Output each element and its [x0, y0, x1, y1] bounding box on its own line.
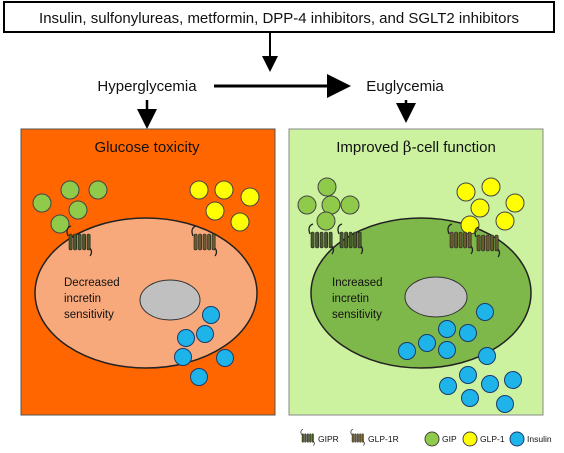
insulin-molecule	[177, 329, 195, 347]
glp1-molecule	[189, 180, 209, 200]
right-nucleus	[404, 276, 468, 318]
gip-molecule	[50, 214, 70, 234]
insulin-molecule	[461, 389, 479, 407]
drug-box-text: Insulin, sulfonylureas, metformin, DPP-4…	[39, 10, 519, 27]
insulin-molecule	[438, 341, 456, 359]
insulin-molecule	[504, 371, 522, 389]
glp1-molecule	[205, 201, 225, 221]
gip-molecule	[68, 200, 88, 220]
glp1-molecule	[481, 177, 501, 197]
insulin-molecule	[478, 347, 496, 365]
gip-molecule	[88, 180, 108, 200]
glp1-molecule	[505, 193, 525, 213]
legend: GIPR GLP-1R GIP GLP-1 Insulin	[300, 428, 552, 447]
right-cell-label-1: Increased	[332, 277, 383, 289]
insulin-molecule	[439, 377, 457, 395]
insulin-molecule	[481, 375, 499, 393]
insulin-molecule	[459, 366, 477, 384]
gip-molecule	[340, 195, 360, 215]
insulin-molecule	[438, 320, 456, 338]
legend-gip-label: GIP	[442, 434, 457, 444]
gip-molecule	[321, 195, 341, 215]
insulin-molecule	[418, 334, 436, 352]
left-panel-title: Glucose toxicity	[94, 139, 200, 156]
gip-molecule	[297, 195, 317, 215]
insulin-molecule	[476, 303, 494, 321]
insulin-molecule	[459, 324, 477, 342]
hyperglycemia-label: Hyperglycemia	[97, 78, 197, 95]
glp1-molecule	[230, 212, 250, 232]
insulin-molecule	[174, 348, 192, 366]
gip-molecule	[32, 193, 52, 213]
right-gip-group	[297, 177, 360, 231]
right-cell-label-3: sensitivity	[332, 309, 382, 321]
legend-gip-icon	[424, 431, 440, 447]
glp1-molecule	[470, 198, 490, 218]
legend-insulin-label: Insulin	[527, 434, 552, 444]
legend-glp1r-icon	[350, 428, 365, 447]
legend-insulin-icon	[509, 431, 525, 447]
left-cell-label-3: sensitivity	[64, 309, 114, 321]
left-insulin-group	[174, 306, 234, 386]
glp1-molecule	[460, 215, 480, 235]
gip-molecule	[316, 211, 336, 231]
left-nucleus	[139, 279, 201, 321]
legend-glp1-icon	[462, 431, 478, 447]
legend-glp1r-label: GLP-1R	[368, 434, 399, 444]
right-insulin-group	[398, 303, 522, 413]
legend-gipr-icon	[300, 428, 315, 447]
insulin-molecule	[216, 349, 234, 367]
gip-molecule	[317, 177, 337, 197]
glp1-molecule	[495, 211, 515, 231]
euglycemia-label: Euglycemia	[366, 78, 444, 95]
insulin-molecule	[496, 395, 514, 413]
glp1-molecule	[456, 182, 476, 202]
left-gip-group	[32, 180, 108, 234]
right-panel-title: Improved β-cell function	[336, 138, 496, 156]
insulin-molecule	[196, 325, 214, 343]
insulin-molecule	[398, 342, 416, 360]
drug-box	[3, 1, 555, 33]
right-glp1-group	[456, 177, 525, 235]
left-cell-label-2: incretin	[64, 293, 101, 305]
insulin-molecule	[202, 306, 220, 324]
legend-gipr-label: GIPR	[318, 434, 339, 444]
right-cell-label-2: incretin	[332, 293, 369, 305]
left-cell-label-1: Decreased	[64, 277, 120, 289]
glp1-molecule	[214, 180, 234, 200]
glp1-molecule	[240, 187, 260, 207]
gip-molecule	[60, 180, 80, 200]
legend-glp1-label: GLP-1	[480, 434, 505, 444]
left-glp1-group	[189, 180, 260, 232]
insulin-molecule	[190, 368, 208, 386]
